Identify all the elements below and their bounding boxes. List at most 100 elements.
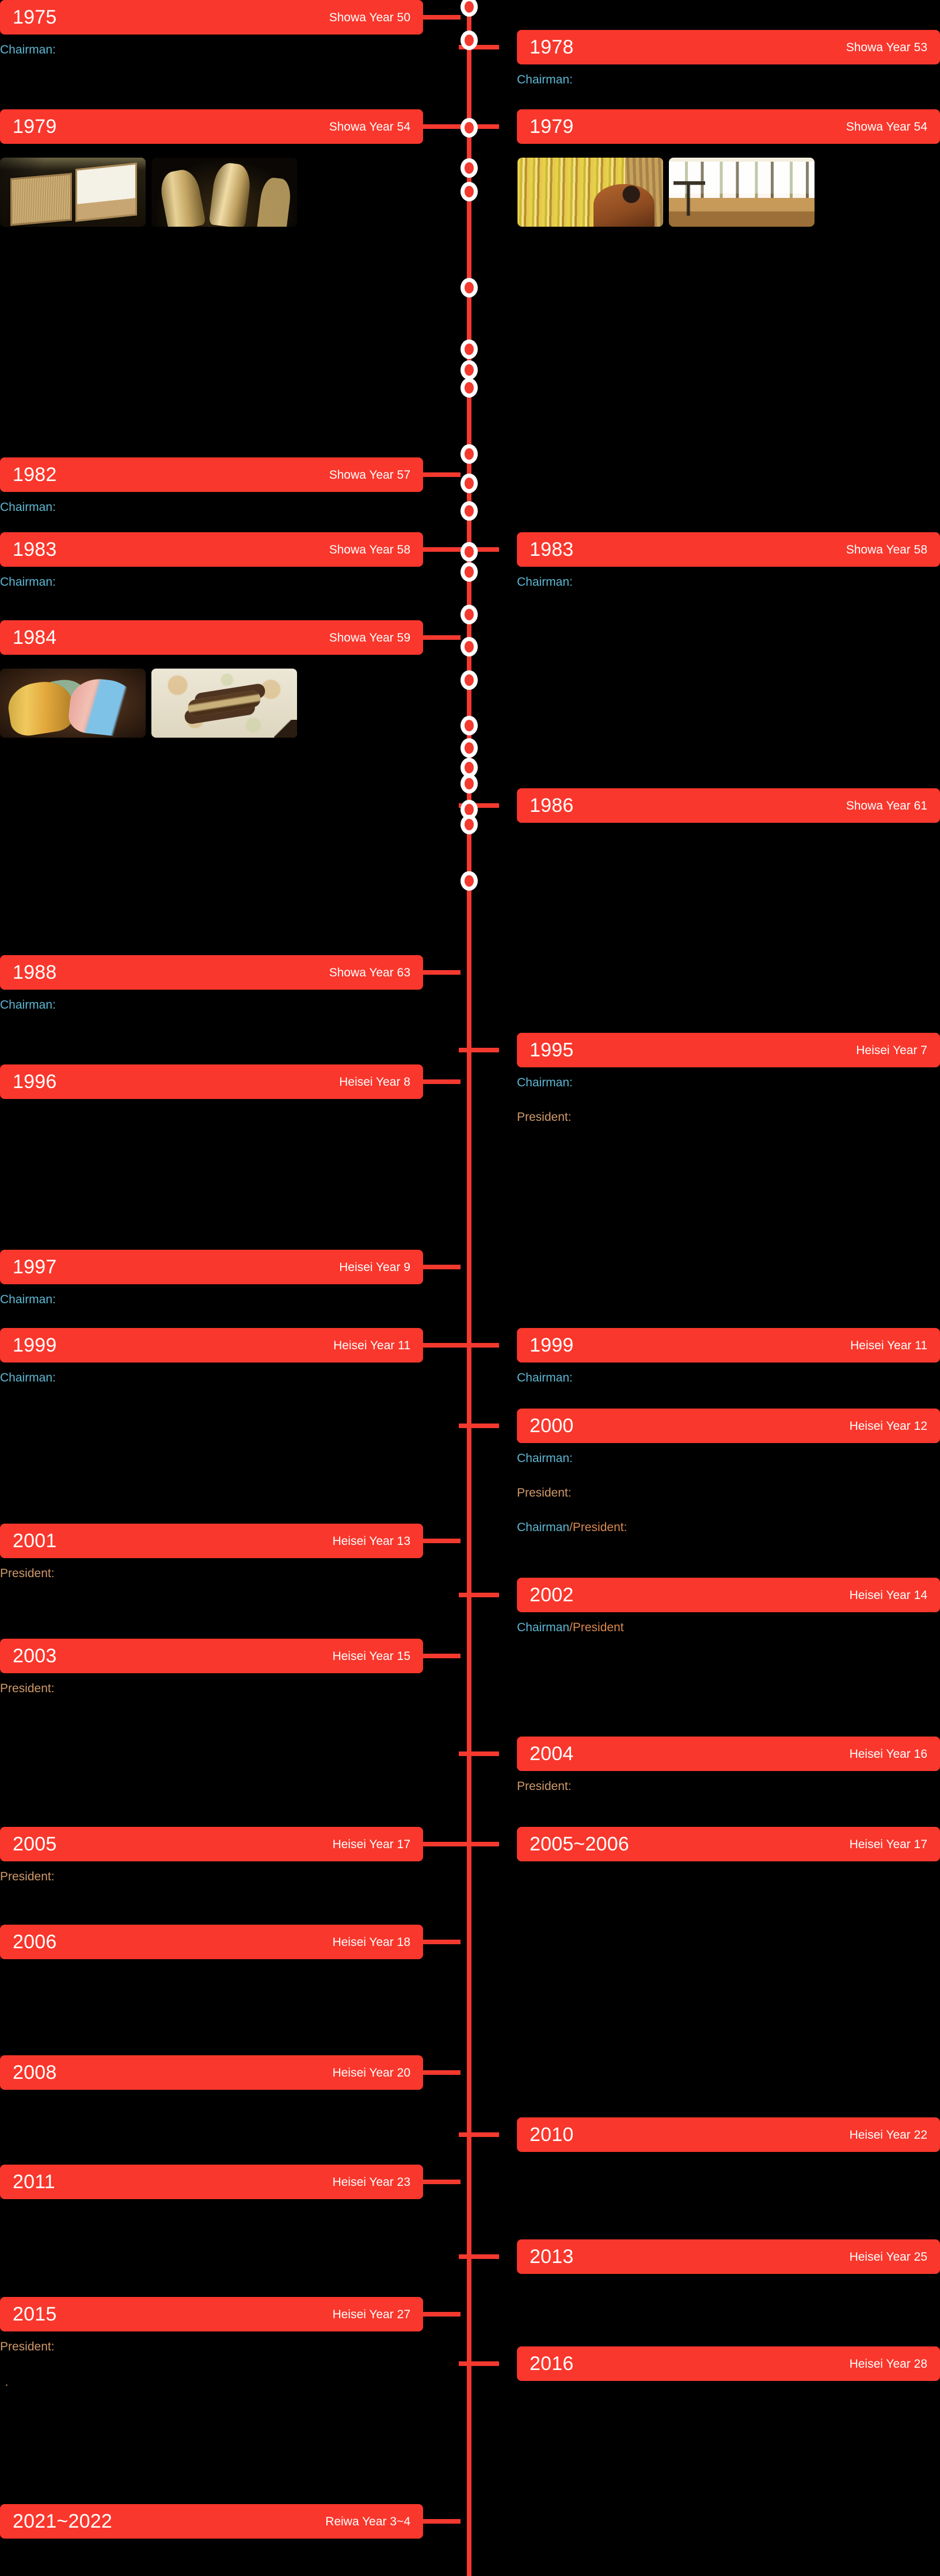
- year-label: 1997: [13, 1256, 57, 1278]
- era-label: Heisei Year 20: [332, 2066, 410, 2079]
- timeline-node-marker[interactable]: [461, 637, 478, 657]
- timeline-year-bar[interactable]: 1995 Heisei Year 7: [517, 1033, 940, 1067]
- role-chairman-label: Chairman:: [0, 1293, 56, 1306]
- era-label: Heisei Year 15: [332, 1649, 410, 1663]
- timeline-node-marker[interactable]: [461, 118, 478, 138]
- photo-artisan-at-loom-with-warp-threads[interactable]: [517, 158, 663, 227]
- timeline-year-bar[interactable]: 1997 Heisei Year 9: [0, 1250, 423, 1284]
- era-label: Heisei Year 9: [339, 1260, 410, 1274]
- timeline-node-marker[interactable]: [461, 360, 478, 380]
- timeline-node-marker[interactable]: [461, 182, 478, 201]
- role-chairman-label: Chairman:: [517, 1371, 573, 1384]
- era-label: Showa Year 57: [329, 468, 410, 482]
- year-label: 2010: [530, 2124, 574, 2146]
- timeline-connector: [420, 1842, 461, 1846]
- timeline-node-marker[interactable]: [461, 278, 478, 297]
- timeline-node-marker[interactable]: [461, 738, 478, 758]
- year-label: 1979: [13, 116, 57, 138]
- year-label: 1983: [530, 539, 574, 560]
- timeline-node-marker[interactable]: [461, 30, 478, 50]
- photo-gilded-gold-rolls[interactable]: [151, 158, 297, 227]
- era-label: Heisei Year 13: [332, 1534, 410, 1548]
- timeline-node-marker[interactable]: [461, 815, 478, 834]
- timeline-node-marker[interactable]: [461, 605, 478, 624]
- year-label: 1999: [530, 1334, 574, 1356]
- timeline-node-marker[interactable]: [461, 716, 478, 735]
- timeline-node-marker[interactable]: [461, 871, 478, 891]
- year-label: 1999: [13, 1334, 57, 1356]
- role-president-segment: /President: [569, 1621, 624, 1634]
- photo-lacquer-spools-on-washi[interactable]: [151, 669, 297, 738]
- timeline-node-marker[interactable]: [461, 562, 478, 582]
- photo-bright-workshop-interior[interactable]: [669, 158, 815, 227]
- role-president-label: President:: [0, 1682, 55, 1695]
- role-chairman-label: Chairman:: [0, 998, 56, 1012]
- timeline-node-marker[interactable]: [461, 158, 478, 178]
- era-label: Showa Year 58: [329, 543, 410, 556]
- year-label: 1996: [13, 1071, 57, 1093]
- year-label: 1988: [13, 961, 57, 983]
- timeline-node-marker[interactable]: [461, 800, 478, 819]
- era-label: Showa Year 61: [846, 799, 927, 812]
- timeline-connector: [459, 1593, 499, 1597]
- era-label: Showa Year 54: [329, 120, 410, 133]
- role-chairman-label: Chairman:: [0, 43, 56, 56]
- role-bullet: ·: [5, 2378, 9, 2391]
- timeline-node-marker[interactable]: [461, 774, 478, 793]
- year-label: 2015: [13, 2303, 57, 2325]
- timeline-node-marker[interactable]: [461, 474, 478, 493]
- timeline-node-marker[interactable]: [461, 670, 478, 690]
- timeline-node-marker[interactable]: [461, 0, 478, 17]
- era-label: Showa Year 53: [846, 40, 927, 54]
- photo-gold-leaf-sheets-in-wooden-box[interactable]: [0, 158, 146, 227]
- timeline-connector: [420, 635, 461, 640]
- role-chairman-label: Chairman:: [517, 575, 573, 589]
- role-president-label: President:: [0, 2340, 55, 2353]
- year-label: 1995: [530, 1039, 574, 1061]
- timeline-connector: [420, 2180, 461, 2184]
- timeline-node-marker[interactable]: [461, 501, 478, 521]
- role-chairman-president-label: Chairman/President:: [517, 1520, 627, 1535]
- era-label: Heisei Year 7: [856, 1043, 927, 1057]
- year-label: 2006: [13, 1931, 57, 1953]
- timeline-connector: [420, 472, 461, 477]
- timeline-connector: [420, 1343, 461, 1348]
- role-chairman-segment: Chairman: [517, 1621, 570, 1634]
- timeline-node-marker[interactable]: [461, 378, 478, 398]
- timeline-node-marker[interactable]: [461, 542, 478, 562]
- timeline-node-marker[interactable]: [461, 339, 478, 359]
- timeline-node-marker[interactable]: [461, 444, 478, 464]
- era-label: Heisei Year 23: [332, 2175, 410, 2189]
- timeline-year-bar[interactable]: 1979 Showa Year 54: [0, 109, 423, 144]
- year-label: 2013: [530, 2246, 574, 2268]
- photo-dyed-silk-skeins[interactable]: [0, 669, 146, 738]
- timeline-connector: [420, 547, 461, 552]
